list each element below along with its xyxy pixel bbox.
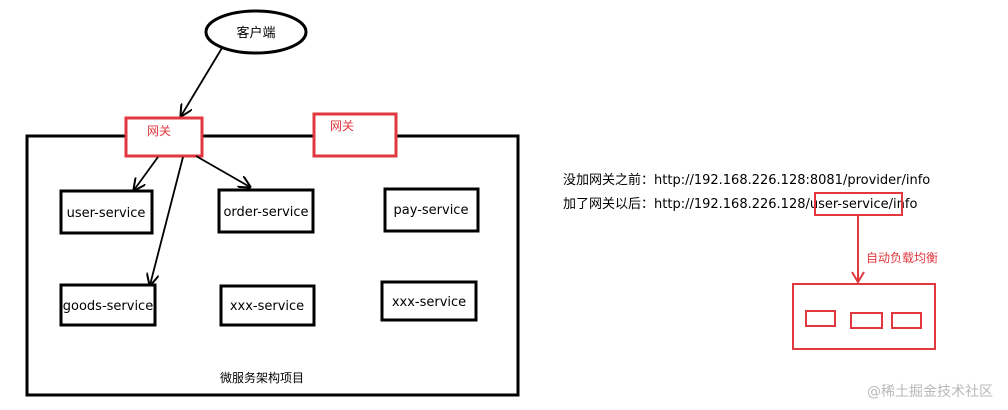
gateway-node-2: 网关 xyxy=(312,112,398,158)
note-before-url: http://192.168.226.128:8081/provider/inf… xyxy=(654,173,930,188)
note-after: 加了网关以后：http://192.168.226.128/user-servi… xyxy=(563,197,917,212)
client-node: 客户端 xyxy=(204,9,308,55)
note-before: 没加网关之前：http://192.168.226.128:8081/provi… xyxy=(563,172,930,188)
gateway-to-user-service-arrow xyxy=(134,156,159,190)
service-node-xxx-2: xxx-service xyxy=(380,280,478,322)
note-before-prefix: 没加网关之前： xyxy=(563,172,654,188)
gateway-label: 网关 xyxy=(330,119,354,133)
service-node-goods: goods-service xyxy=(59,283,157,327)
note-after-url-part1: http://192.168.226.128/ xyxy=(654,197,810,212)
load-balance-arrowhead xyxy=(851,271,865,284)
note-after-url-highlight: user-service xyxy=(810,197,889,212)
note-after-prefix: 加了网关以后： xyxy=(563,197,654,212)
client-label: 客户端 xyxy=(236,25,275,41)
service-label: order-service xyxy=(223,205,308,220)
watermark-text: @稀土掘金技术社区 xyxy=(867,384,993,400)
load-balance-label: 自动负载均衡 xyxy=(866,251,938,265)
service-label: user-service xyxy=(67,206,146,221)
gateway-to-goods-service-arrow xyxy=(150,156,184,285)
service-node-order: order-service xyxy=(217,188,315,234)
service-node-pay: pay-service xyxy=(383,187,480,233)
service-node-user: user-service xyxy=(59,189,154,235)
gateway-to-order-service-arrow xyxy=(195,155,250,187)
service-label: goods-service xyxy=(63,299,153,314)
service-node-xxx-1: xxx-service xyxy=(219,284,316,327)
service-label: xxx-service xyxy=(392,295,466,310)
note-after-url-part2: /info xyxy=(889,197,918,212)
gateway-label: 网关 xyxy=(147,124,171,138)
gateway-node-1: 网关 xyxy=(124,116,204,158)
service-label: pay-service xyxy=(394,203,469,218)
client-to-gateway-arrow xyxy=(181,47,223,116)
instance-box-1 xyxy=(805,310,836,327)
instance-box-2 xyxy=(850,312,883,329)
instances-container xyxy=(792,283,936,350)
instance-box-3 xyxy=(891,312,922,329)
project-container xyxy=(25,134,520,397)
service-label: xxx-service xyxy=(230,299,304,314)
project-label: 微服务架构项目 xyxy=(220,370,304,385)
url-highlight-box xyxy=(814,192,903,216)
